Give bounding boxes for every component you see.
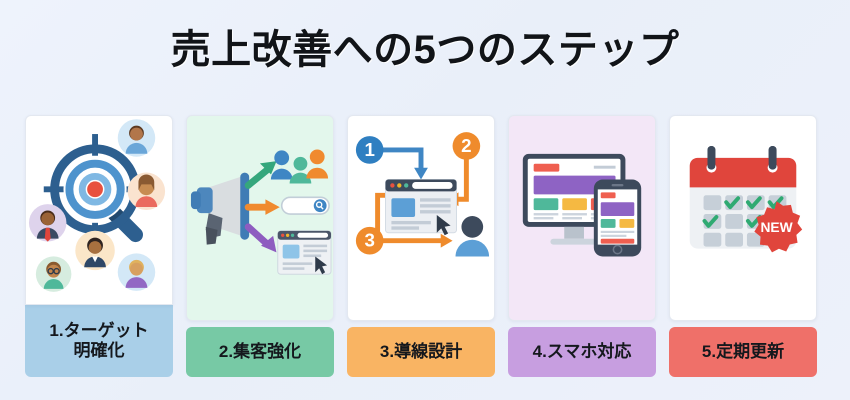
step-card-5[interactable]: NEW 5.定期更新 [669,115,817,377]
step-4-illustration-panel [508,115,656,321]
svg-text:3: 3 [364,230,374,251]
step-3-label: 3.導線設計 [347,327,495,377]
step-4-label: 4.スマホ対応 [508,327,656,377]
calendar-new-badge-icon: NEW [670,116,816,320]
steps-row: 1.ターゲット 明確化 [25,115,825,377]
step-5-label: 5.定期更新 [669,327,817,377]
step-1-label: 1.ターゲット 明確化 [25,305,173,377]
step-5-illustration-panel: NEW [669,115,817,321]
new-badge-text: NEW [760,219,793,235]
svg-text:1: 1 [364,139,374,160]
step-2-label: 2.集客強化 [186,327,334,377]
step-card-1[interactable]: 1.ターゲット 明確化 [25,115,173,377]
step-3-illustration-panel: 1 2 3 [347,115,495,321]
page-title: 売上改善への5つのステップ [170,28,680,72]
user-flow-numbered-icon: 1 2 3 [348,116,494,320]
step-card-3[interactable]: 1 2 3 3.導線設計 [347,115,495,377]
step-card-4[interactable]: 4.スマホ対応 [508,115,656,377]
svg-text:2: 2 [461,135,471,156]
step-card-2[interactable]: 2.集客強化 [186,115,334,377]
target-magnifier-audience-icon [26,116,172,304]
step-2-illustration-panel [186,115,334,321]
megaphone-traffic-icon [187,116,333,320]
responsive-devices-icon [509,116,655,320]
step-1-illustration-panel [25,115,173,305]
